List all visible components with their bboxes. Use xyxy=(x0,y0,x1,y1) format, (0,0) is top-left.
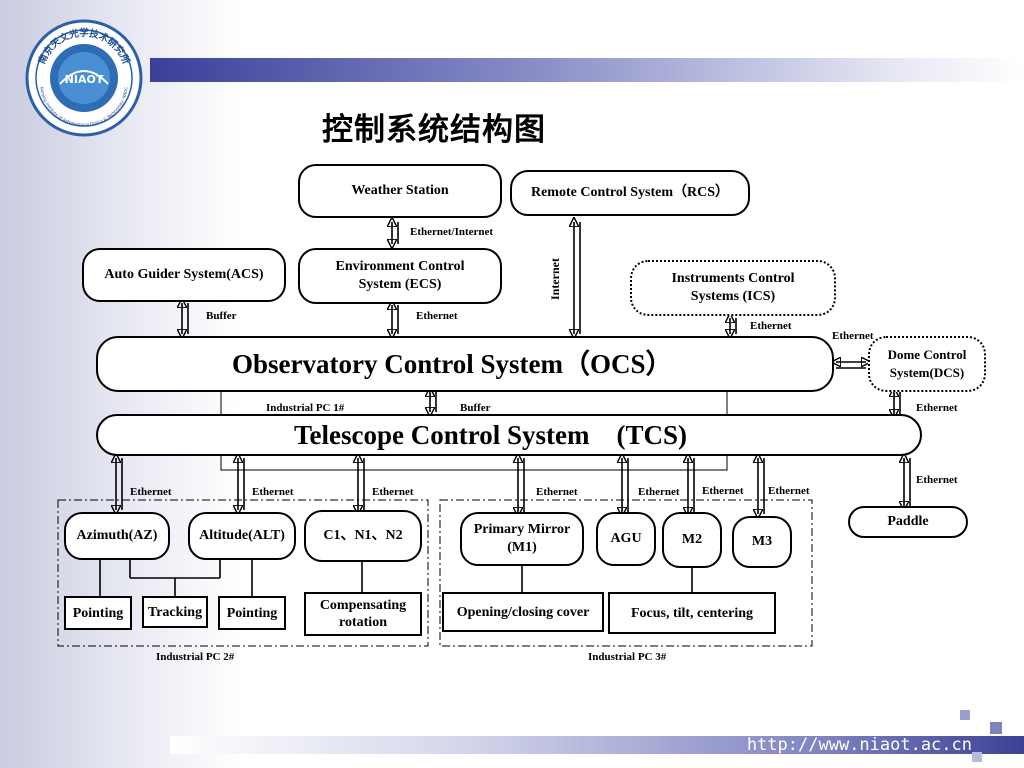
cover-box: Opening/closing cover xyxy=(442,592,604,632)
rcs-label: Remote Control System（RCS） xyxy=(530,185,730,200)
tracking-box: Tracking xyxy=(142,596,208,628)
arrow-tcs-az xyxy=(116,458,123,510)
altitude-label: Altitude(ALT) xyxy=(199,528,285,543)
m3-label: M3 xyxy=(751,534,773,549)
arrow-tcs-m2 xyxy=(688,458,695,512)
m2-box: M2 xyxy=(662,512,722,568)
label-internet: Internet xyxy=(548,258,562,300)
label-ethernet-az: Ethernet xyxy=(130,486,172,498)
label-industrial-pc-1: Industrial PC 1# xyxy=(266,402,345,414)
ecs-label: Environment Control System (ECS) xyxy=(335,259,465,292)
focus-box: Focus, tilt, centering xyxy=(608,592,776,634)
arrow-ics-ocs xyxy=(730,318,737,334)
logo-mark: NIAOT xyxy=(65,73,104,86)
dcs-label: Dome Control System(DCS) xyxy=(887,347,967,380)
label-ethernet-m2: Ethernet xyxy=(702,485,744,497)
label-ethernet-dcs-h: Ethernet xyxy=(832,330,874,342)
footer-url: http://www.niaot.ac.cn xyxy=(746,735,972,755)
agu-box: AGU xyxy=(596,512,656,566)
label-ethernet-m1: Ethernet xyxy=(536,486,578,498)
footer-bar xyxy=(170,736,1024,754)
header-bar xyxy=(150,58,1024,82)
label-ethernet-ics: Ethernet xyxy=(750,320,792,332)
ecs-box: Environment Control System (ECS) xyxy=(298,248,502,304)
arrow-tcs-cn xyxy=(358,458,365,510)
weather-station-box: Weather Station xyxy=(298,164,502,218)
pointing-alt-box: Pointing xyxy=(218,596,286,630)
corner-square xyxy=(960,710,970,720)
cover-label: Opening/closing cover xyxy=(456,604,590,620)
pointing-alt-label: Pointing xyxy=(226,605,278,621)
ics-label: Instruments Control Systems (ICS) xyxy=(671,271,795,304)
label-ethernet-dcs-v: Ethernet xyxy=(916,402,958,414)
tree-lines-mount xyxy=(99,560,363,596)
corner-square xyxy=(990,722,1002,734)
paddle-label: Paddle xyxy=(887,514,929,529)
label-ethernet-ecs: Ethernet xyxy=(416,310,458,322)
cn-box: C1、N1、N2 xyxy=(304,510,422,562)
arrow-ocs-dcs xyxy=(836,362,866,369)
label-ethernet-m3: Ethernet xyxy=(768,485,810,497)
arrow-tcs-paddle xyxy=(904,458,911,506)
group-industrial-pc-2 xyxy=(57,499,429,647)
pointing-az-box: Pointing xyxy=(64,596,132,630)
rcs-box: Remote Control System（RCS） xyxy=(510,170,750,216)
arrow-weather-ecs xyxy=(392,222,399,244)
acs-label: Auto Guider System(ACS) xyxy=(104,267,264,282)
pointing-az-label: Pointing xyxy=(72,605,124,621)
arrow-tcs-m1 xyxy=(518,458,525,512)
azimuth-label: Azimuth(AZ) xyxy=(76,528,158,543)
paddle-box: Paddle xyxy=(848,506,968,538)
dcs-box: Dome Control System(DCS) xyxy=(868,336,986,392)
arrow-dcs-tcs xyxy=(894,392,901,414)
tcs-bar: Telescope Control System (TCS) xyxy=(96,414,922,456)
arrow-tcs-alt xyxy=(238,458,245,510)
group-industrial-pc-3 xyxy=(439,499,813,647)
focus-label: Focus, tilt, centering xyxy=(630,605,754,621)
tree-lines-optics xyxy=(521,566,693,592)
label-ethernet-cn: Ethernet xyxy=(372,486,414,498)
institute-logo: NIAOT 南京天文光学技术研究所 Nanjing Institute of A… xyxy=(25,19,143,137)
weather-station-label: Weather Station xyxy=(351,183,449,198)
m2-label: M2 xyxy=(681,532,703,547)
tcs-label: Telescope Control System (TCS) xyxy=(294,420,687,450)
label-industrial-pc-2: Industrial PC 2# xyxy=(156,651,235,663)
arrow-ocs-tcs xyxy=(430,392,437,412)
compensating-rotation-label: Compensating rotation xyxy=(319,598,407,630)
arrow-rcs-ocs xyxy=(574,222,581,334)
altitude-box: Altitude(ALT) xyxy=(188,512,296,560)
tracking-label: Tracking xyxy=(147,604,203,620)
m3-box: M3 xyxy=(732,516,792,568)
arrow-tcs-agu xyxy=(622,458,629,512)
label-ethernet-paddle: Ethernet xyxy=(916,474,958,486)
label-ethernet-internet: Ethernet/Internet xyxy=(410,226,494,238)
label-ethernet-agu: Ethernet xyxy=(638,486,680,498)
arrow-ecs-ocs xyxy=(392,305,399,334)
corner-square xyxy=(972,752,982,762)
ocs-label: Observatory Control System（OCS） xyxy=(232,349,673,379)
label-industrial-pc-3: Industrial PC 3# xyxy=(588,651,667,663)
compensating-rotation-box: Compensating rotation xyxy=(304,592,422,636)
arrow-acs-ocs xyxy=(182,303,189,334)
primary-mirror-label: Primary Mirror (M1) xyxy=(473,522,571,555)
primary-mirror-box: Primary Mirror (M1) xyxy=(460,512,584,566)
cn-label: C1、N1、N2 xyxy=(323,528,403,543)
ocs-bar: Observatory Control System（OCS） xyxy=(96,336,834,392)
azimuth-box: Azimuth(AZ) xyxy=(64,512,170,560)
arrow-tcs-m3 xyxy=(758,458,765,514)
label-buffer-ocs-tcs: Buffer xyxy=(460,402,491,414)
label-ethernet-alt: Ethernet xyxy=(252,486,294,498)
agu-label: AGU xyxy=(610,531,642,546)
ics-box: Instruments Control Systems (ICS) xyxy=(630,260,836,316)
label-buffer-acs: Buffer xyxy=(206,310,237,322)
page-title: 控制系统结构图 xyxy=(322,112,546,148)
acs-box: Auto Guider System(ACS) xyxy=(82,248,286,302)
